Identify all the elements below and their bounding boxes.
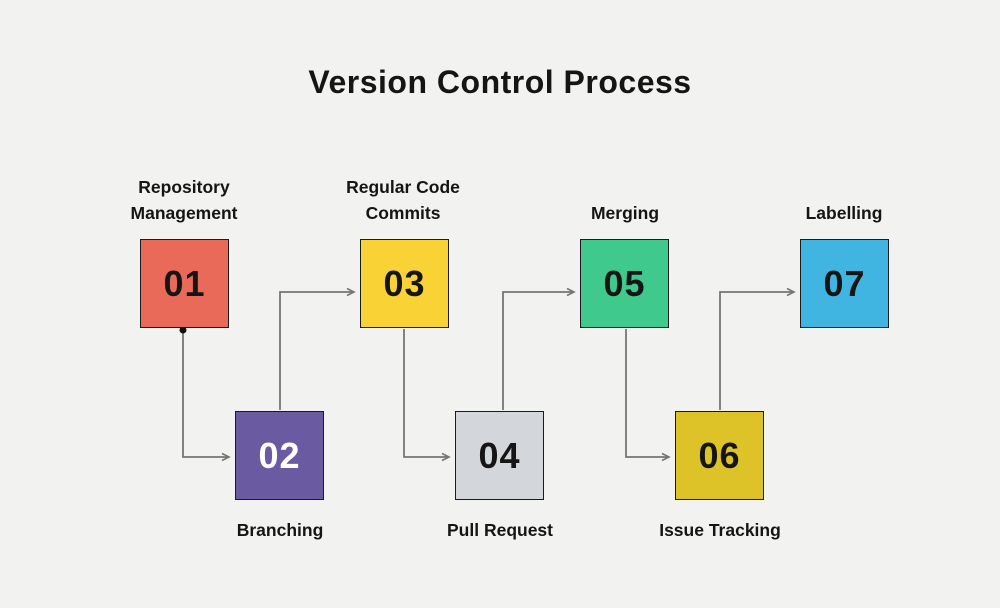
- connector-02-03: [279, 287, 356, 410]
- step-box-03: 03: [360, 239, 449, 328]
- step-label-repository-management: Repository Management: [130, 177, 238, 223]
- step-box-06: 06: [675, 411, 764, 500]
- connector-06-07: [719, 287, 796, 410]
- step-label-branching: Branching: [236, 520, 324, 540]
- step-box-02: 02: [235, 411, 324, 500]
- step-label-issue-tracking: Issue Tracking: [659, 520, 781, 540]
- step-label-merging: Merging: [590, 203, 660, 223]
- step-label-pull-request: Pull Request: [447, 520, 553, 540]
- connector-03-04: [403, 329, 451, 462]
- connector-04-05: [502, 287, 576, 410]
- step-box-05: 05: [580, 239, 669, 328]
- step-label-labelling: Labelling: [805, 203, 883, 223]
- connector-05-06: [625, 329, 671, 462]
- step-label-regular-code-commits: Regular Code Commits: [346, 177, 460, 223]
- connector-01-02: [182, 330, 231, 462]
- step-box-07: 07: [800, 239, 889, 328]
- step-box-01: 01: [140, 239, 229, 328]
- diagram-title: Version Control Process: [308, 64, 692, 100]
- step-box-04: 04: [455, 411, 544, 500]
